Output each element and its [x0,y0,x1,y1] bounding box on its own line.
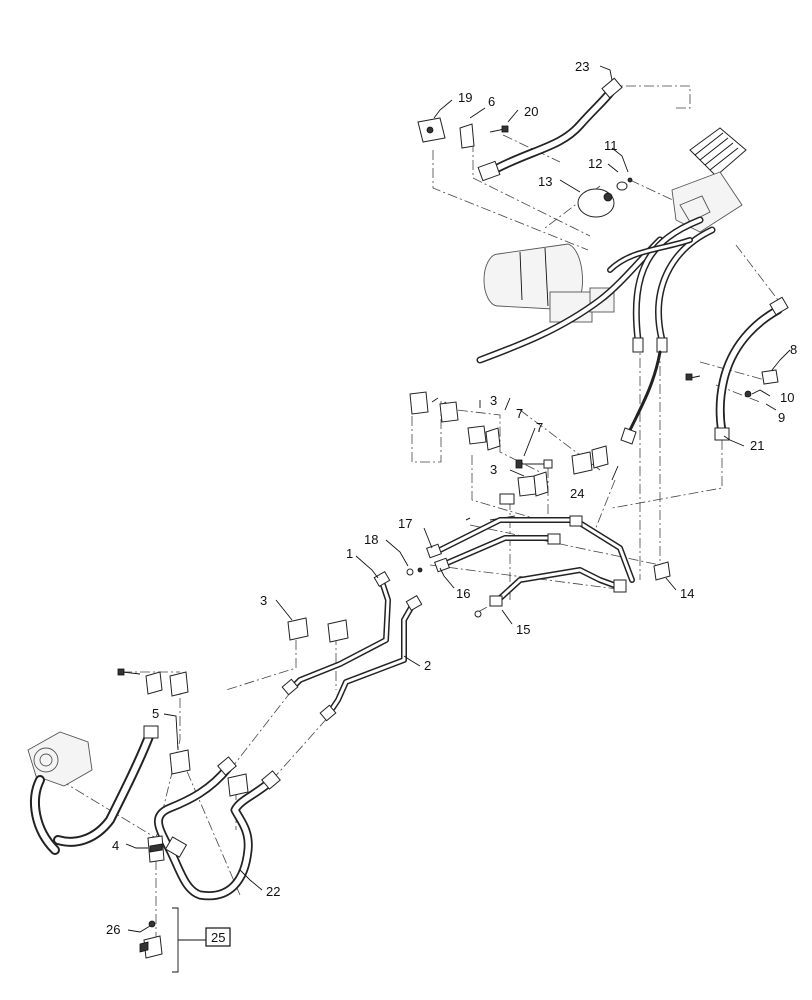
callout-3-left: 3 [260,593,267,608]
callout-22: 23 [575,59,589,74]
callout-19: 19 [458,90,472,105]
fitting-4-26 [139,835,206,973]
accumulator-13-group [577,177,633,218]
callout-1: 1 [346,546,353,561]
callout-13: 13 [538,174,552,189]
callout-15: 15 [516,622,530,637]
tubes-15-16-17 [406,515,671,618]
callout-labels: 23 19 6 20 11 12 13 8 10 9 21 24 3 7 7 3… [106,59,797,947]
callout-9: 9 [778,410,785,425]
callout-6-top: 6 [488,94,495,109]
hose-23 [154,756,281,901]
callout-7: 7 [536,420,543,435]
callout-16: 16 [456,586,470,601]
callout-12: 12 [588,156,602,171]
pump-assembly [27,725,159,855]
callout-18: 18 [364,532,378,547]
callout-25-box [205,927,231,947]
callout-23: 22 [266,884,280,899]
hose-22 [477,77,623,182]
callout-2: 2 [424,658,431,673]
callout-21: 21 [750,438,764,453]
callout-24: 24 [570,486,584,501]
callout-8: 8 [790,342,797,357]
clamp-19-group [417,117,509,149]
fittings-8-9-10 [685,369,779,398]
callout-5: 5 [152,706,159,721]
callout-3-upper: 3 [490,393,497,408]
hose-21 [714,296,789,441]
clamp-group-upper [409,391,609,521]
callout-14: 14 [680,586,694,601]
leader-lines [125,65,791,933]
callout-3-mid: 3 [490,462,497,477]
callout-6-mid: 7 [516,406,523,421]
clamp-5-group [117,668,249,797]
valve-tank-assembly [476,127,747,445]
callout-26: 26 [106,922,120,937]
callout-20: 20 [524,104,538,119]
tubes-1-2 [281,570,423,722]
callout-10: 10 [780,390,794,405]
callout-25: 25 [211,930,225,945]
callout-4: 4 [112,838,119,853]
clamp-3-left [287,617,349,643]
callout-11: 11 [604,138,618,153]
callout-17: 17 [398,516,412,531]
